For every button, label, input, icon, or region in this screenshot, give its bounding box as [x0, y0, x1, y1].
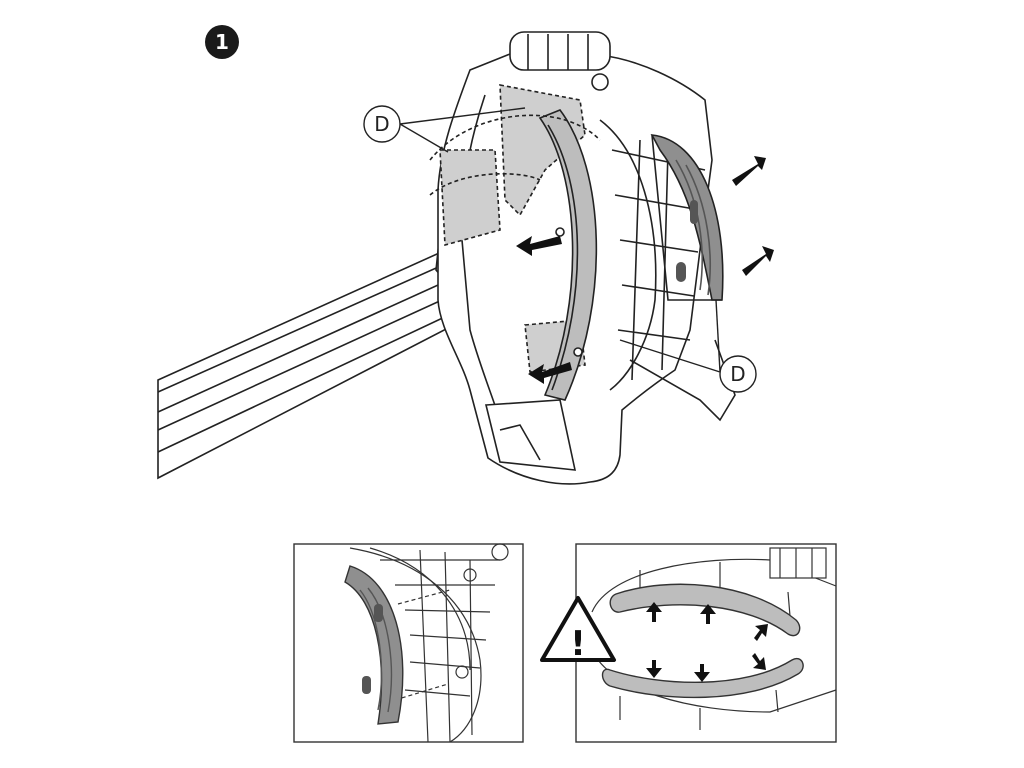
hinge [509, 31, 611, 91]
push-arrow-icon [646, 660, 662, 678]
direction-arrows [516, 156, 774, 384]
callout-label: D [374, 112, 389, 136]
callout-bottom-right: D [619, 299, 757, 393]
inner-pad [538, 109, 598, 401]
warning-triangle-icon: ! [540, 596, 616, 664]
step-number: 1 [215, 30, 229, 54]
callout-label: D [730, 362, 745, 386]
push-arrow-icon [516, 236, 562, 256]
push-arrow-icon [742, 246, 774, 276]
push-arrow-icon [732, 156, 766, 186]
upper-strip [609, 583, 801, 637]
push-arrow-icon [752, 653, 766, 670]
push-arrow-icon [646, 602, 662, 622]
shaded-region-left [439, 149, 501, 247]
pressure-arrows [646, 602, 768, 682]
removed-pad [344, 565, 404, 725]
step-badge: 1 [205, 25, 239, 59]
motion-guides [429, 114, 601, 196]
push-arrow-icon [528, 362, 572, 384]
warning-symbol: ! [570, 624, 586, 664]
outer-pad [650, 134, 724, 301]
detail-panel-left [293, 543, 524, 743]
clamp-grid [599, 119, 736, 422]
lower-strip [601, 657, 804, 699]
push-arrow-icon [694, 664, 710, 682]
push-arrow-icon [700, 604, 716, 624]
detail-panel-right [575, 543, 837, 743]
push-arrow-icon [754, 624, 768, 641]
callout-top-left: D [363, 105, 526, 153]
main-illustration [157, 31, 736, 485]
